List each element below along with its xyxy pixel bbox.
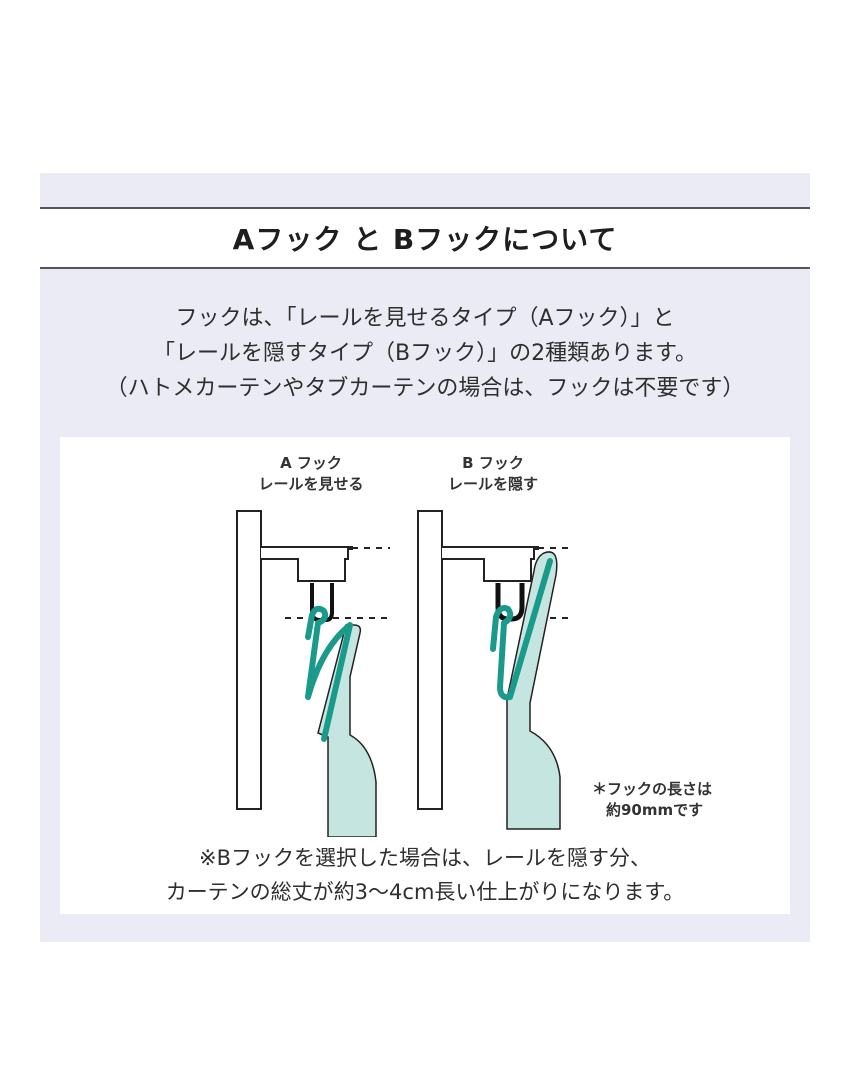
hook-length-note: ＊フックの長さは 約90mmです — [592, 779, 712, 821]
wall-icon — [236, 510, 262, 810]
intro-text: フックは、「レールを見せるタイプ（Aフック）」と 「レールを隠すタイプ（Bフック… — [40, 301, 810, 406]
hook-a-caption: レールを見せる — [258, 475, 364, 493]
note-line: ＊フックの長さは — [592, 780, 713, 798]
title-band: Aフック と Bフックについて — [40, 207, 810, 269]
hook-b-caption: レールを隠す — [447, 475, 538, 493]
wall-icon — [417, 510, 443, 810]
curtain-icon — [317, 624, 377, 837]
hook-a-label: A フック レールを見せる — [236, 453, 386, 495]
hook-diagram — [236, 510, 570, 837]
page-title: Aフック と Bフックについて — [232, 223, 618, 256]
footer-note: ※Bフックを選択した場合は、レールを隠す分、 カーテンの総丈が約3〜4cm長い仕… — [60, 841, 790, 909]
footer-line: ※Bフックを選択した場合は、レールを隠す分、 — [198, 846, 651, 870]
curtain-icon — [506, 551, 561, 830]
rail-icon — [442, 546, 539, 582]
diagram-card: A フック レールを見せる B フック レールを隠す — [60, 437, 790, 914]
rail-icon — [261, 546, 353, 582]
hook-b-illustration — [417, 510, 570, 830]
intro-line: フックは、「レールを見せるタイプ（Aフック）」と — [175, 306, 675, 331]
hook-info-panel: Aフック と Bフックについて フックは、「レールを見せるタイプ（Aフック）」と… — [40, 173, 810, 942]
hook-a-illustration — [236, 510, 390, 837]
footer-line: カーテンの総丈が約3〜4cm長い仕上がりになります。 — [165, 880, 685, 904]
intro-line: 「レールを隠すタイプ（Bフック）」の2種類あります。 — [153, 341, 697, 366]
hook-b-label: B フック レールを隠す — [418, 453, 568, 495]
note-line: 約90mmです — [606, 801, 704, 819]
hook-b-name: B フック — [462, 454, 524, 472]
intro-line: （ハトメカーテンやタブカーテンの場合は、フックは不要です） — [105, 376, 745, 401]
a-hook-icon — [305, 605, 353, 742]
b-hook-icon — [490, 558, 553, 701]
hook-a-name: A フック — [280, 454, 342, 472]
